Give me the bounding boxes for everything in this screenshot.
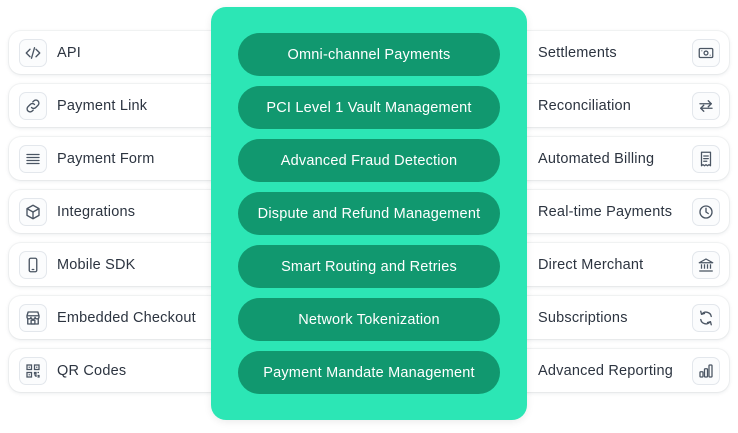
card-label: Payment Form bbox=[57, 150, 155, 167]
card-label: Automated Billing bbox=[538, 150, 655, 167]
card-label: Integrations bbox=[57, 203, 136, 220]
bar-chart-icon bbox=[692, 356, 720, 385]
qr-code-icon bbox=[19, 356, 47, 385]
cash-icon bbox=[692, 38, 720, 67]
storefront-icon bbox=[19, 303, 47, 332]
core-features-panel: Omni-channel Payments PCI Level 1 Vault … bbox=[211, 7, 527, 420]
code-icon bbox=[19, 38, 47, 67]
clock-icon bbox=[692, 197, 720, 226]
card-label: Subscriptions bbox=[538, 309, 628, 326]
refresh-icon bbox=[692, 303, 720, 332]
card-label: API bbox=[57, 44, 81, 61]
bank-icon bbox=[692, 250, 720, 279]
card-label: Mobile SDK bbox=[57, 256, 136, 273]
card-label: Embedded Checkout bbox=[57, 309, 196, 326]
card-settlements[interactable]: Settlements bbox=[514, 31, 729, 74]
mobile-icon bbox=[19, 250, 47, 279]
feature-pill[interactable]: Smart Routing and Retries bbox=[238, 245, 500, 288]
feature-pill[interactable]: Advanced Fraud Detection bbox=[238, 139, 500, 182]
card-realtime-payments[interactable]: Real-time Payments bbox=[514, 190, 729, 233]
card-label: Settlements bbox=[538, 44, 617, 61]
card-label: QR Codes bbox=[57, 362, 127, 379]
feature-pill[interactable]: Network Tokenization bbox=[238, 298, 500, 341]
card-direct-merchant[interactable]: Direct Merchant bbox=[514, 243, 729, 286]
card-label: Advanced Reporting bbox=[538, 362, 673, 379]
link-icon bbox=[19, 91, 47, 120]
card-label: Reconciliation bbox=[538, 97, 632, 114]
receipt-icon bbox=[692, 144, 720, 173]
feature-pill[interactable]: Dispute and Refund Management bbox=[238, 192, 500, 235]
form-lines-icon bbox=[19, 144, 47, 173]
swap-arrows-icon bbox=[692, 91, 720, 120]
card-label: Direct Merchant bbox=[538, 256, 644, 273]
feature-pill[interactable]: Omni-channel Payments bbox=[238, 33, 500, 76]
card-automated-billing[interactable]: Automated Billing bbox=[514, 137, 729, 180]
card-advanced-reporting[interactable]: Advanced Reporting bbox=[514, 349, 729, 392]
card-label: Payment Link bbox=[57, 97, 148, 114]
card-reconciliation[interactable]: Reconciliation bbox=[514, 84, 729, 127]
cube-icon bbox=[19, 197, 47, 226]
feature-pill[interactable]: PCI Level 1 Vault Management bbox=[238, 86, 500, 129]
feature-pill[interactable]: Payment Mandate Management bbox=[238, 351, 500, 394]
card-subscriptions[interactable]: Subscriptions bbox=[514, 296, 729, 339]
card-label: Real-time Payments bbox=[538, 203, 673, 220]
